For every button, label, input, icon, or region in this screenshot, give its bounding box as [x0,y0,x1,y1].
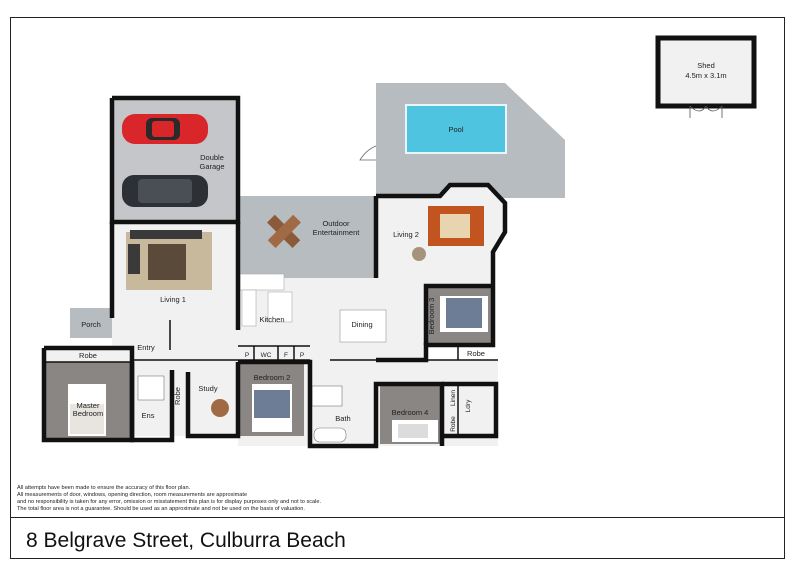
dark-car [122,175,208,207]
shed: Shed 4.5m x 3.1m [655,35,757,118]
shed-size-label: 4.5m x 3.1m [685,71,726,80]
garage-label-2: Garage [199,162,224,171]
porch [70,308,112,338]
disclaimer-line-4: The total floor area is not a guarantee.… [17,506,305,512]
shower [311,385,343,407]
disclaimer-line-3: and no responsibility is taken for any e… [17,499,322,505]
bath-label: Bath [335,414,350,423]
disclaimer-line-2: All measurements of door, windows, openi… [17,492,248,498]
porch-label: Porch [81,320,101,329]
laundry-label: Ldry [465,399,472,412]
pool-area: Pool [359,83,565,198]
bathtub [313,427,347,443]
kitchen-island [267,291,293,323]
outdoor-label-2: Entertainment [313,228,361,237]
walls [41,95,508,449]
bedroom2-bed [252,384,292,432]
pantry1-label: P [245,352,249,359]
bedroom4-bed [392,420,438,442]
master-bed [68,384,106,436]
master-robe-label: Robe [79,351,97,360]
outdoor-table [267,214,301,248]
fridge-label: F [284,352,288,359]
double-garage: Double Garage [112,98,238,222]
dining-label: Dining [351,320,372,329]
study-label: Study [198,384,217,393]
living1-furniture [126,230,212,290]
bedroom3-label: Bedroom 3 [427,298,436,335]
bedroom4-label: Bedroom 4 [392,408,429,417]
study-table [211,399,229,417]
plan-frame [10,17,785,559]
disclaimer: All attempts have been made to ensure th… [17,485,497,513]
bedroom3-robe-label: Robe [467,349,485,358]
kitchen-label: Kitchen [259,315,284,324]
thin-walls [44,320,498,436]
dining-table [339,309,387,343]
bedroom4-robe-label: Robe [450,416,457,432]
ensuite-label: Ens [142,411,155,420]
ensuite-robe-label: Robe [173,387,182,405]
master-bedroom-label-2: Bedroom [73,409,103,418]
kitchen-bench [239,273,285,291]
address-bar: 8 Belgrave Street, Culburra Beach [10,517,785,559]
entry-label: Entry [137,343,155,352]
living2-label: Living 2 [393,230,419,239]
wc-label: WC [261,352,272,359]
property-address: 8 Belgrave Street, Culburra Beach [26,529,346,552]
shed-label: Shed [697,61,715,70]
pool-water [405,104,507,154]
living2-furniture [412,206,484,261]
garage-label-1: Double [200,153,224,162]
master-bedroom-label-1: Master [77,401,100,410]
pool-label: Pool [448,125,463,134]
pantry2-label: P [300,352,304,359]
outdoor-label-1: Outdoor [322,219,350,228]
kitchen-bench-side [241,289,257,327]
disclaimer-line-1: All attempts have been made to ensure th… [17,485,191,491]
linen-label: Linen [450,390,457,406]
bedroom2-label: Bedroom 2 [254,373,291,382]
outdoor-entertainment: Outdoor Entertainment [238,196,375,278]
ensuite-shower [137,375,165,401]
red-car [122,114,208,144]
living1-label: Living 1 [160,295,186,304]
bedroom3-bed [440,296,488,332]
